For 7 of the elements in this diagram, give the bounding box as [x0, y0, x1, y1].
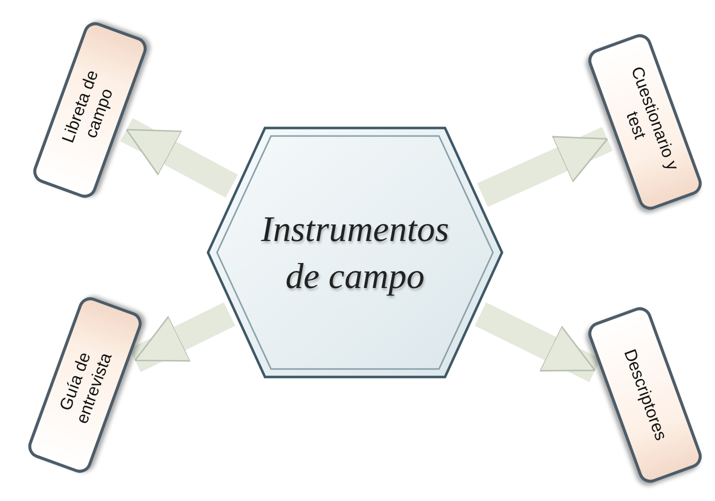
block-arrow: [474, 302, 601, 382]
block-arrow: [120, 118, 238, 198]
block-arrow: [129, 302, 236, 372]
node-label: Instrumentos de campo: [260, 208, 450, 298]
block-arrow: [477, 127, 613, 208]
node-label: Libreta de campo: [58, 66, 118, 148]
hexagon-node: [205, 125, 505, 380]
